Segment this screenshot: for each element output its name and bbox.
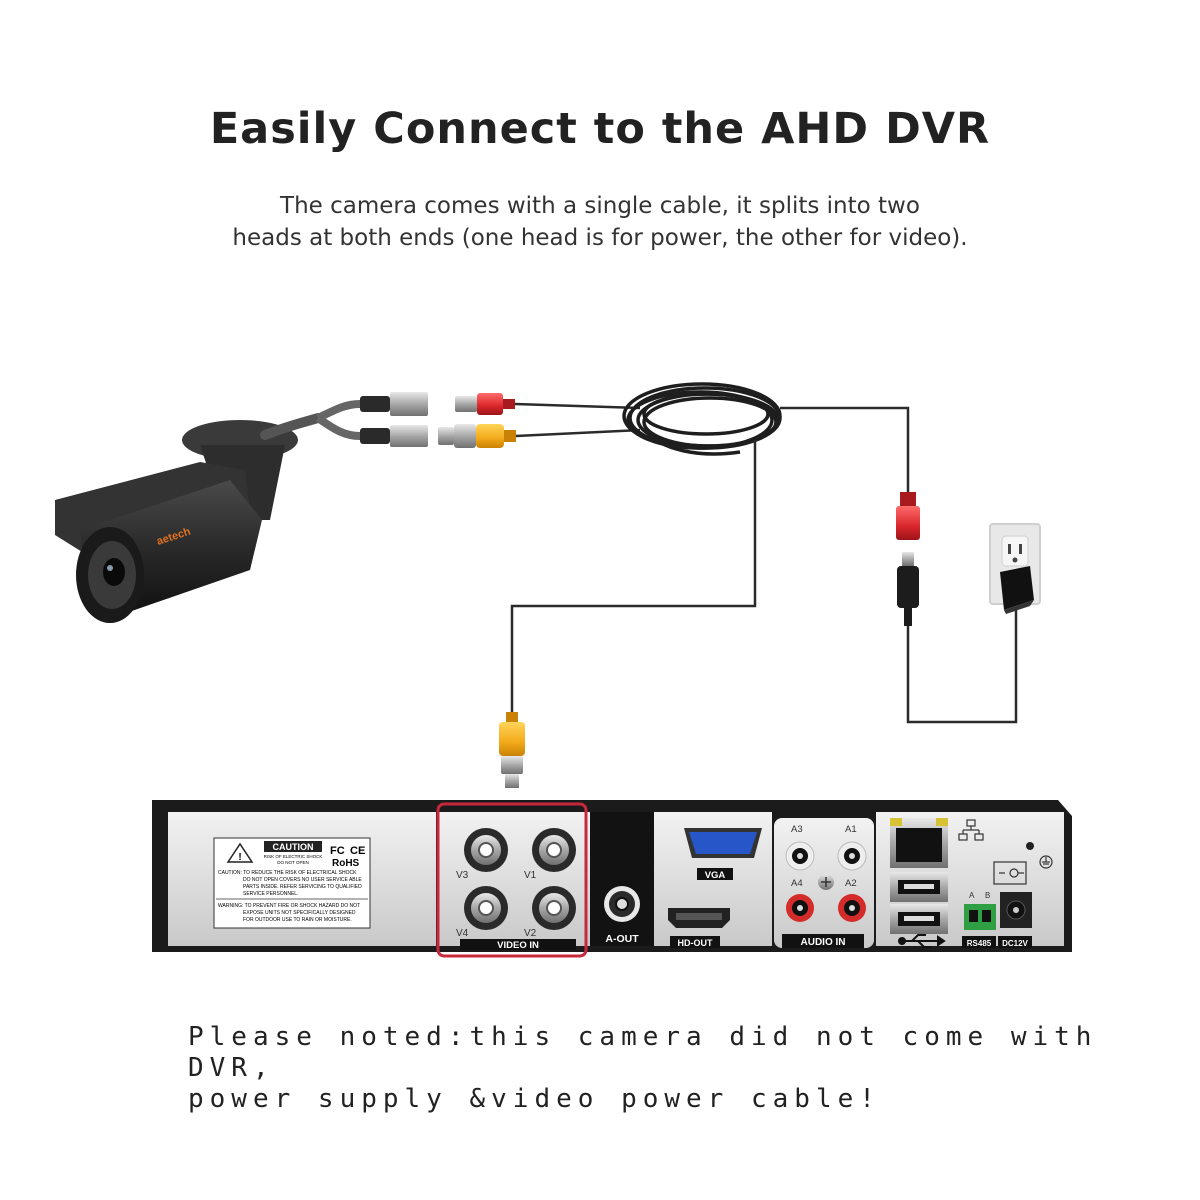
- label-v3: V3: [456, 870, 469, 881]
- caution-line: CAUTION: TO REDUCE THE RISK OF ELECTRICA…: [218, 870, 357, 876]
- label-a1: A1: [845, 824, 857, 835]
- power-adapter: [1000, 566, 1034, 614]
- rohs-mark: RoHS: [332, 858, 360, 869]
- audio-in-label: AUDIO IN: [801, 937, 846, 948]
- video-in-ports: V3 V1 V4 V2 VIDEO IN: [456, 828, 576, 951]
- audio-in-ports: A3 A1 A4 A2 AUDIO IN: [782, 824, 867, 948]
- bnc-port-v1[interactable]: [532, 828, 576, 872]
- dc-polarity-icon: [993, 861, 1027, 885]
- audio-out-port[interactable]: [604, 886, 640, 922]
- fc-mark: FC: [330, 845, 345, 857]
- usb-port-2[interactable]: [890, 904, 948, 934]
- split-cable-bottom: [315, 414, 361, 440]
- video-in-highlight: [436, 802, 588, 958]
- dvr-rear-panel: ! CAUTION RISK OF ELECTRIC SHOCK DO NOT …: [152, 800, 1072, 958]
- dc-power-jack[interactable]: [1000, 892, 1032, 928]
- video-in-label: VIDEO IN: [497, 940, 539, 951]
- warning-line: WARNING: TO PREVENT FIRE OR SHOCK HAZARD…: [218, 903, 360, 909]
- rs485-label: RS485: [967, 939, 992, 948]
- extension-bnc-connector-male: [438, 424, 516, 448]
- hdmi-port[interactable]: [668, 908, 730, 928]
- bnc-port-v3[interactable]: [464, 828, 508, 872]
- caution-title: CAUTION: [273, 842, 314, 852]
- bnc-plug-to-dvr: [499, 712, 525, 788]
- subtitle: The camera comes with a single cable, it…: [0, 190, 1200, 254]
- extension-power-plug-female: [896, 492, 920, 540]
- vga-port[interactable]: [684, 828, 762, 858]
- ground-icon: [1039, 855, 1053, 869]
- power-adapter-dc-plug: [897, 552, 919, 626]
- subtitle-line-1: The camera comes with a single cable, it…: [280, 193, 920, 219]
- label-a4: A4: [791, 878, 803, 889]
- rs485-a-label: A: [969, 891, 975, 900]
- usb-icon: [898, 934, 946, 948]
- rca-port-a2[interactable]: [838, 894, 866, 922]
- rs485-terminal[interactable]: [964, 904, 996, 930]
- extension-power-connector-male: [455, 393, 515, 415]
- label-v1: V1: [524, 870, 537, 881]
- camera-cable: [260, 413, 323, 440]
- label-v4: V4: [456, 928, 469, 939]
- dc12v-label: DC12V: [1002, 939, 1028, 948]
- svg-text:!: !: [238, 852, 241, 863]
- ce-mark: CE: [350, 845, 365, 857]
- adapter-cable: [906, 608, 1018, 724]
- rca-port-a1[interactable]: [837, 841, 867, 871]
- caution-text: CAUTION: TO REDUCE THE RISK OF ELECTRICA…: [218, 870, 362, 897]
- caution-line: PARTS INSIDE. REFER SERVICING TO QUALIFI…: [243, 884, 362, 890]
- camera-power-connector-female: [360, 392, 428, 416]
- warning-line: EXPOSE UNITS NOT SPECIFICALLY DESIGNED: [243, 910, 356, 916]
- rca-port-a4[interactable]: [786, 894, 814, 922]
- caution-small: RISK OF ELECTRIC SHOCK: [264, 854, 323, 859]
- camera-lens: [103, 558, 125, 586]
- disclaimer-note: Please noted:this camera did not come wi…: [188, 1022, 1138, 1115]
- label-a3: A3: [791, 824, 803, 835]
- note-line-2: power supply &video power cable!: [188, 1084, 881, 1114]
- note-line-1: Please noted:this camera did not come wi…: [188, 1022, 1098, 1083]
- ground-screw: [818, 874, 834, 890]
- caution-line: DO NOT OPEN COVERS NO USER SERVICE ABLE: [243, 877, 362, 883]
- bullet-camera: aetech: [55, 413, 323, 623]
- rs485-b-label: B: [985, 891, 990, 900]
- caution-line: SERVICE PERSONNEL.: [243, 891, 298, 897]
- warning-line: FOR OUTDOOR USE TO RAIN OR MOISTURE.: [243, 917, 352, 923]
- bnc-port-v4[interactable]: [464, 886, 508, 930]
- subtitle-line-2: heads at both ends (one head is for powe…: [232, 225, 968, 251]
- network-icon: [958, 819, 984, 841]
- camera-bnc-connector-female: [360, 425, 428, 447]
- bnc-port-v2[interactable]: [532, 886, 576, 930]
- page-title: Easily Connect to the AHD DVR: [209, 104, 991, 154]
- vga-label: VGA: [705, 870, 726, 881]
- reset-hole: [1026, 842, 1034, 850]
- caution-small-2: DO NOT OPEN: [277, 860, 308, 865]
- power-line: [780, 406, 910, 492]
- label-v2: V2: [524, 928, 537, 939]
- a-out-label: A-OUT: [605, 933, 639, 945]
- rca-port-a3[interactable]: [785, 841, 815, 871]
- split-cable-top: [316, 400, 361, 422]
- hd-out-label: HD-OUT: [678, 938, 713, 948]
- label-a2: A2: [845, 878, 857, 889]
- ethernet-port[interactable]: [890, 818, 948, 868]
- usb-port-1[interactable]: [890, 872, 948, 902]
- caution-label: ! CAUTION RISK OF ELECTRIC SHOCK DO NOT …: [213, 837, 371, 929]
- video-line: [510, 440, 757, 712]
- coiled-extension-cable: [622, 382, 782, 456]
